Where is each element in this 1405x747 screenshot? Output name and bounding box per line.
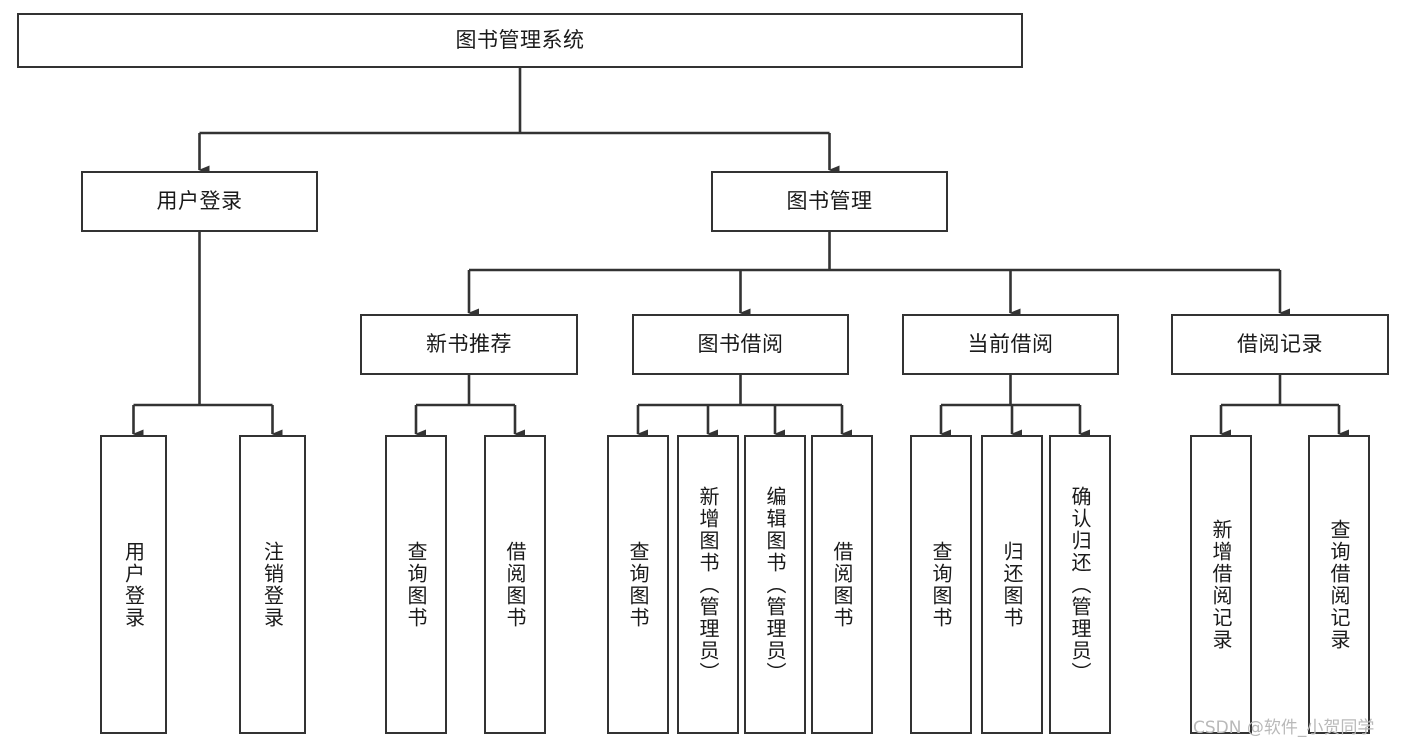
node-label-bb-query-book: 查询图书 [626, 540, 650, 629]
node-leaf-user-logout[interactable]: 注销登录 [239, 435, 306, 734]
watermark-text: CSDN @软件_小贺同学 [1193, 718, 1375, 738]
node-label-book-manage: 图书管理 [786, 189, 873, 214]
node-bb-query-book[interactable]: 查询图书 [607, 435, 669, 734]
node-label-bb-edit-book: 编辑图书（管理员） [763, 485, 787, 684]
node-label-borrow-record: 借阅记录 [1237, 332, 1323, 357]
node-label-br-add-record: 新增借阅记录 [1209, 518, 1233, 651]
node-label-user-login: 用户登录 [156, 189, 243, 214]
node-label-leaf-user-login: 用户登录 [121, 540, 146, 629]
node-label-cb-query-book: 查询图书 [929, 540, 953, 629]
node-label-cb-return-book: 归还图书 [1000, 540, 1024, 629]
node-label-nbr-query-book: 查询图书 [404, 540, 428, 629]
node-bb-edit-book[interactable]: 编辑图书（管理员） [744, 435, 806, 734]
node-br-add-record[interactable]: 新增借阅记录 [1190, 435, 1252, 734]
node-label-new-book-recommend: 新书推荐 [426, 332, 512, 357]
node-user-login[interactable]: 用户登录 [81, 171, 318, 232]
node-nbr-query-book[interactable]: 查询图书 [385, 435, 447, 734]
node-label-bb-borrow-book: 借阅图书 [830, 540, 854, 629]
node-bb-borrow-book[interactable]: 借阅图书 [811, 435, 873, 734]
node-label-book-borrow: 图书借阅 [697, 332, 784, 357]
node-root[interactable]: 图书管理系统 [17, 13, 1023, 68]
node-label-current-borrow: 当前借阅 [967, 332, 1054, 357]
node-cb-query-book[interactable]: 查询图书 [910, 435, 972, 734]
node-borrow-record[interactable]: 借阅记录 [1171, 314, 1389, 375]
node-book-manage[interactable]: 图书管理 [711, 171, 948, 232]
node-label-leaf-user-logout: 注销登录 [260, 540, 285, 629]
node-label-nbr-borrow-book: 借阅图书 [503, 540, 527, 629]
node-label-br-query-record: 查询借阅记录 [1327, 518, 1351, 651]
node-label-root: 图书管理系统 [455, 28, 585, 53]
node-label-bb-add-book: 新增图书（管理员） [696, 485, 720, 684]
node-bb-add-book[interactable]: 新增图书（管理员） [677, 435, 739, 734]
node-label-cb-confirm-return: 确认归还（管理员） [1068, 485, 1092, 684]
node-cb-return-book[interactable]: 归还图书 [981, 435, 1043, 734]
node-new-book-recommend[interactable]: 新书推荐 [360, 314, 578, 375]
node-nbr-borrow-book[interactable]: 借阅图书 [484, 435, 546, 734]
node-current-borrow[interactable]: 当前借阅 [902, 314, 1119, 375]
node-book-borrow[interactable]: 图书借阅 [632, 314, 849, 375]
node-br-query-record[interactable]: 查询借阅记录 [1308, 435, 1370, 734]
node-cb-confirm-return[interactable]: 确认归还（管理员） [1049, 435, 1111, 734]
node-leaf-user-login[interactable]: 用户登录 [100, 435, 167, 734]
